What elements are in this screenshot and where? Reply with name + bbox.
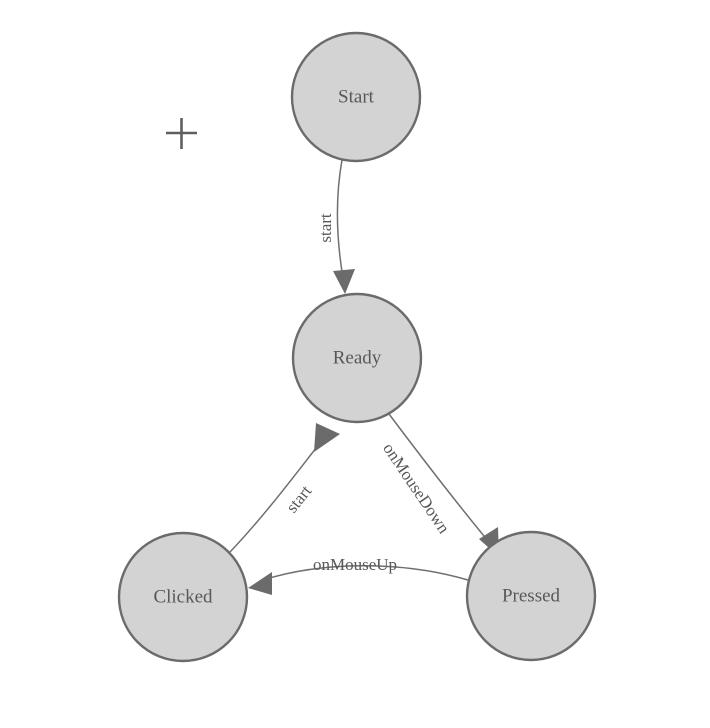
node-shape[interactable] [465,530,597,662]
edge-label-pressed-to-clicked: onMouseUp [313,555,397,574]
node-label: Clicked [153,586,213,607]
node-label: Ready [333,347,382,368]
edge-label-clicked-to-ready: start [282,481,315,516]
node-shape[interactable] [291,292,423,424]
edge-line [385,409,495,549]
node-label: Start [338,86,375,107]
state-node-start[interactable]: Start [290,31,422,163]
node-shape[interactable] [290,31,422,163]
state-node-clicked[interactable]: Clicked [117,531,249,663]
node-shape[interactable] [117,531,249,663]
state-node-ready[interactable]: Ready [291,292,423,424]
arrowhead-icon [314,423,340,452]
state-node-pressed[interactable]: Pressed [465,530,597,662]
node-label: Pressed [502,585,561,606]
arrowhead-icon [248,572,272,595]
edge-ready-to-pressed[interactable]: onMouseDown [379,409,499,557]
arrowhead-icon [333,269,355,294]
edge-label-ready-to-pressed: onMouseDown [379,439,454,537]
edge-label-start-to-ready: start [316,213,335,243]
edge-line [262,565,469,581]
edge-start-to-ready[interactable]: start [316,159,355,294]
edge-pressed-to-clicked[interactable]: onMouseUp [248,555,469,595]
edge-line [336,159,344,279]
crosshair-icon [166,118,197,149]
edge-clicked-to-ready[interactable]: start [229,423,340,553]
